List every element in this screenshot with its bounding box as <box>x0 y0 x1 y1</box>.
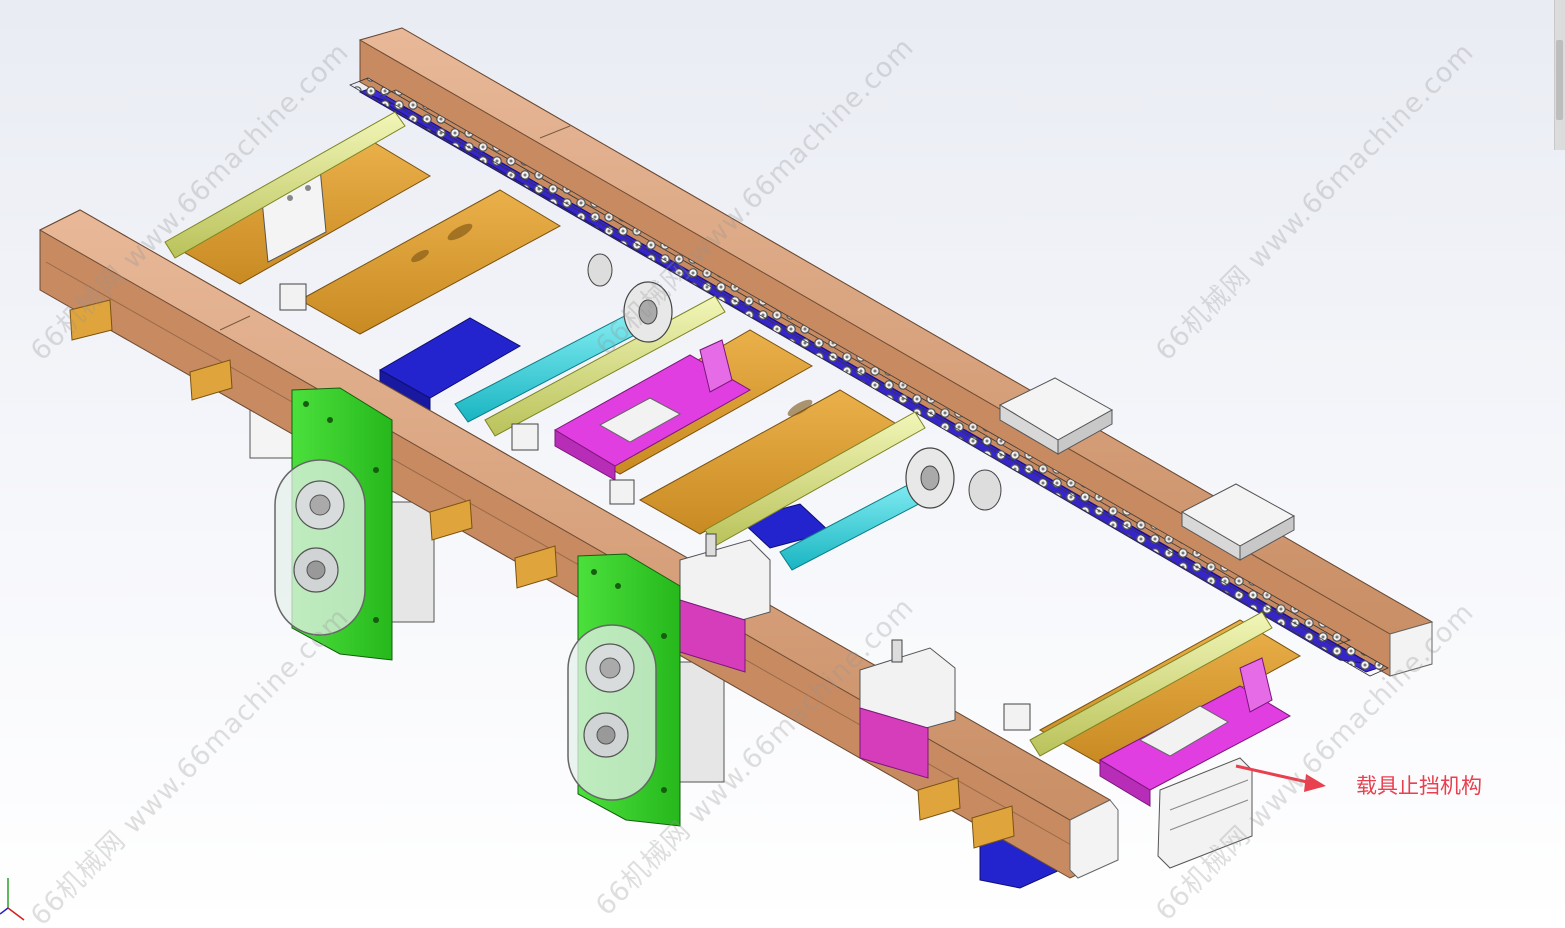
sprockets <box>587 253 1002 511</box>
stopper-cylinder <box>1157 757 1253 869</box>
rail-mount-tabs <box>69 299 1015 849</box>
callout-label: 载具止挡机构 <box>1356 774 1482 798</box>
drive-side-plate-right <box>567 553 681 827</box>
roller-chain <box>349 77 1389 677</box>
rail-clamp-blocks <box>998 377 1296 561</box>
bearing-blocks <box>279 283 1031 731</box>
carrier-stopper-upper <box>554 339 752 481</box>
vertical-scrollbar[interactable] <box>1554 0 1565 150</box>
scrollbar-thumb[interactable] <box>1556 40 1563 120</box>
carrier-stopper-lower <box>1098 657 1292 807</box>
axis-triad-icon <box>0 878 25 921</box>
pneumatic-cylinders <box>679 533 956 779</box>
back-rail <box>358 27 1434 677</box>
callout-arrow-icon <box>1235 764 1326 792</box>
drive-side-plate-left <box>274 387 393 661</box>
